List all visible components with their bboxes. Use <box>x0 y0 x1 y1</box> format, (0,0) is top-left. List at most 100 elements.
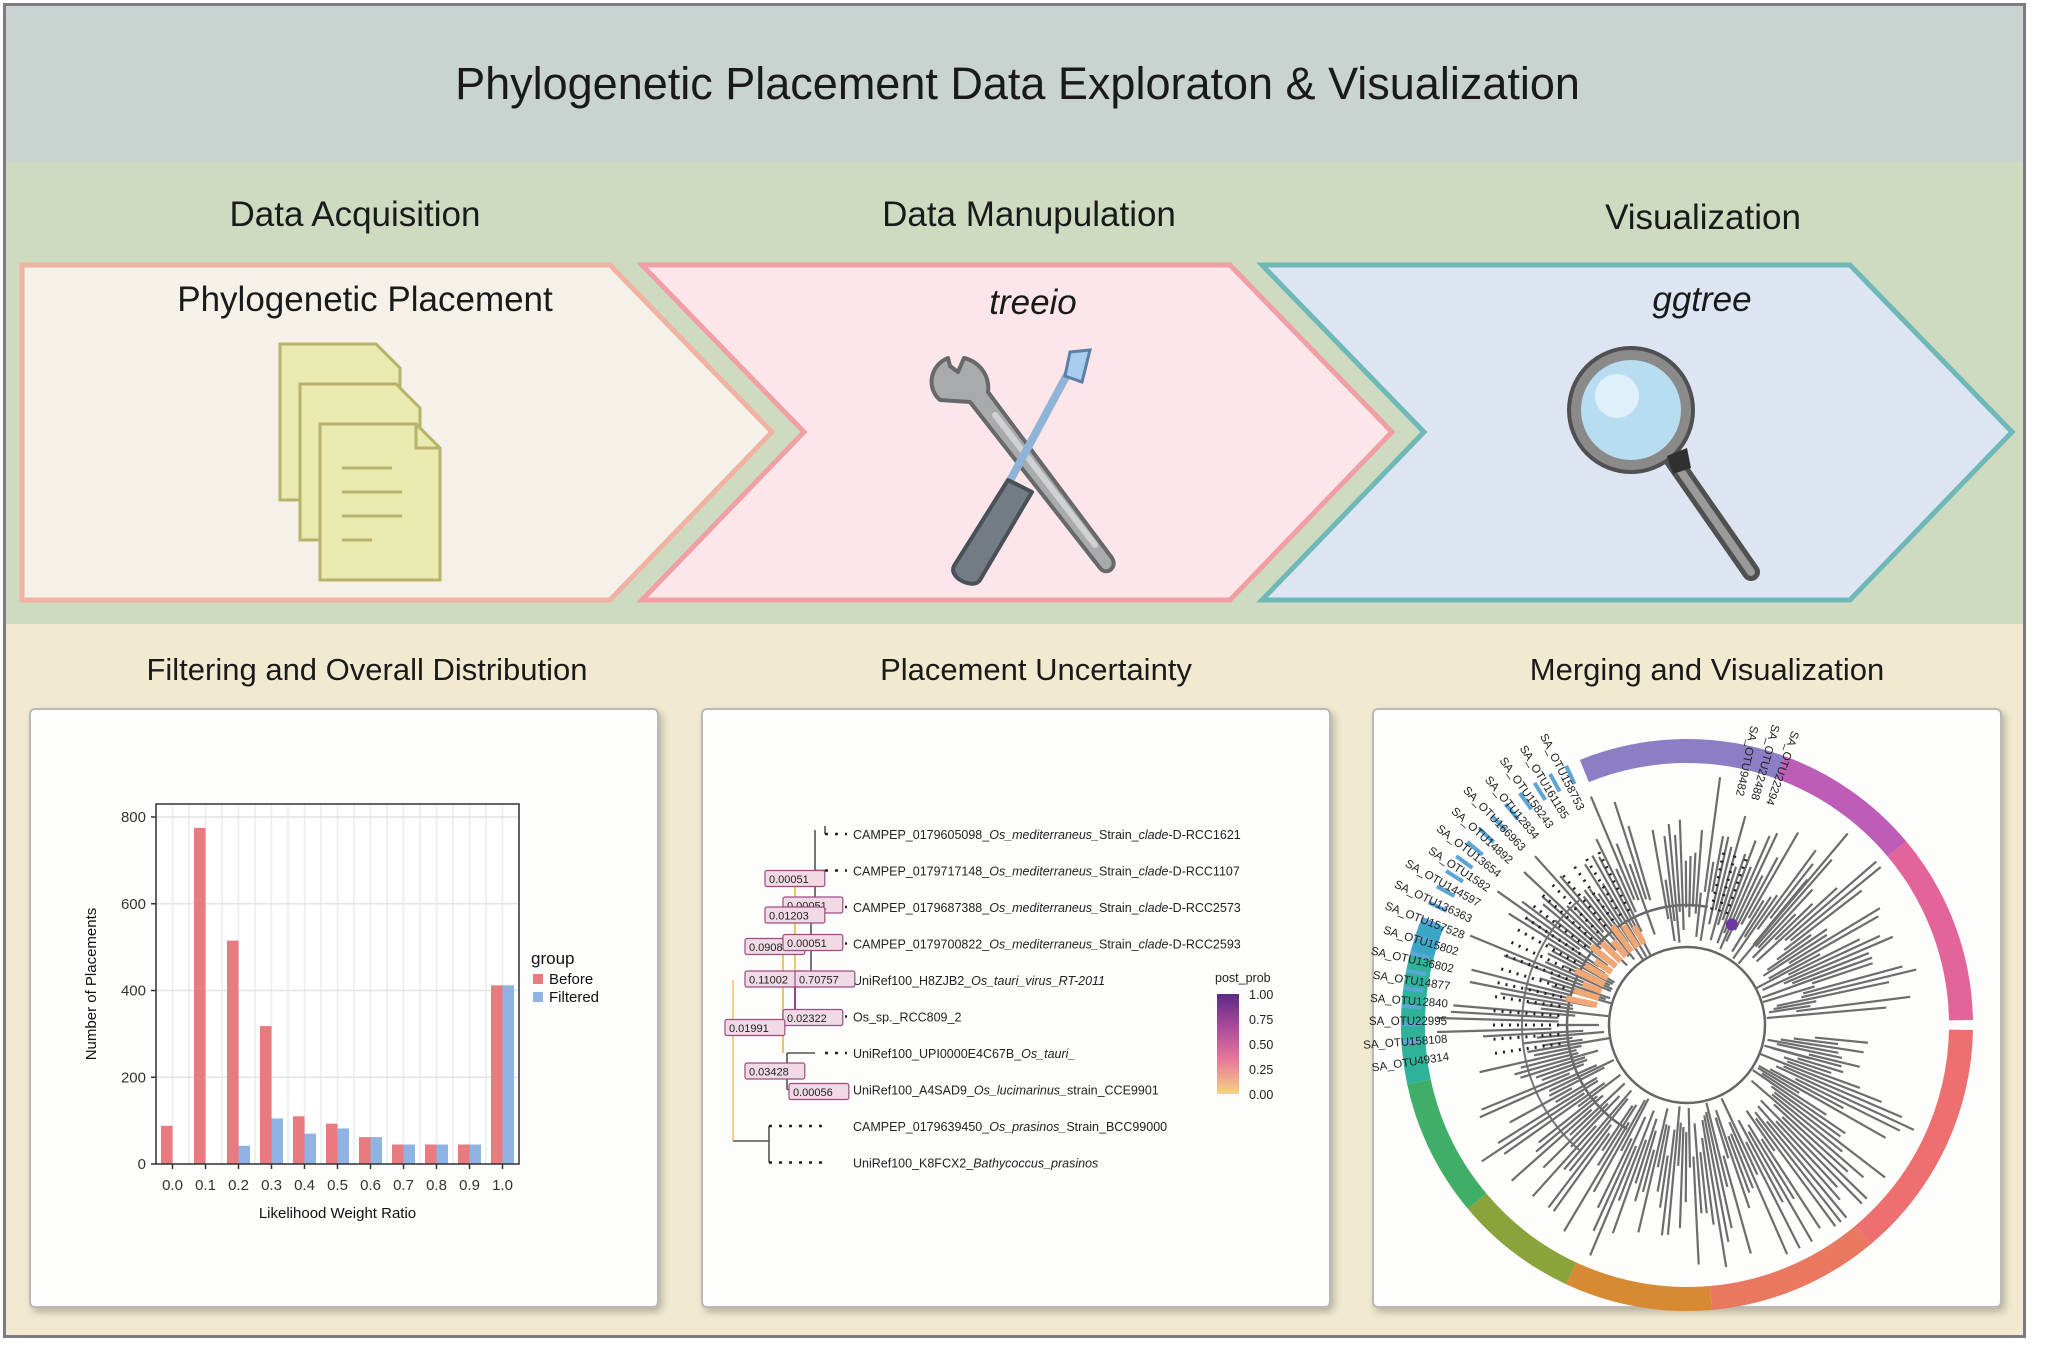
tree-branch <box>1514 1049 1599 1076</box>
tree-branch <box>1754 858 1833 948</box>
tree-branch <box>1656 1125 1671 1192</box>
node-label: 0.03428 <box>749 1067 789 1079</box>
tree-branch <box>1793 1037 1839 1046</box>
tree-branch <box>1555 1076 1598 1103</box>
title-band <box>6 6 2023 162</box>
otu-tick <box>1503 802 1520 821</box>
tree-branch <box>1814 1036 1868 1044</box>
stage-label-treeio: treeio <box>989 283 1077 322</box>
x-tick-label: 0.4 <box>294 1177 315 1194</box>
tip-label: UniRef100_UPI0000E4C67B_Os_tauri_ <box>853 1047 1075 1061</box>
placement-tree: CAMPEP_0179605098_Os_mediterraneus_Strai… <box>724 826 1273 1171</box>
tree-branch <box>1503 954 1587 988</box>
tree-branch <box>1789 866 1882 942</box>
stage-heading-visualization: Visualization <box>1605 198 1801 237</box>
documents-icon <box>278 342 442 582</box>
tree-branch <box>1688 855 1692 918</box>
tree-branch <box>1784 860 1877 942</box>
tree-branch <box>1719 835 1771 950</box>
stage-label-ggtree: ggtree <box>1652 280 1752 319</box>
tree-branch <box>1641 1149 1656 1193</box>
otu-tick <box>1564 764 1577 785</box>
tree-branch <box>1437 1016 1559 1023</box>
node-label: 0.02322 <box>787 1013 827 1025</box>
clade-arc <box>1566 1262 1712 1311</box>
otu-tick <box>1420 916 1441 929</box>
tree-branch <box>1771 1093 1843 1153</box>
tree-branch <box>1762 985 1815 1004</box>
tree-branch <box>1775 1120 1838 1188</box>
x-tick-label: 0.1 <box>195 1177 216 1194</box>
tree-branch <box>1666 1106 1681 1235</box>
bar-before <box>161 1125 173 1164</box>
tree-panel: CAMPEP_0179605098_Os_mediterraneus_Strai… <box>701 708 1331 1308</box>
tree-branch <box>1797 1057 1844 1074</box>
otu-tick <box>1405 968 1427 977</box>
tree-branch <box>1755 953 1821 990</box>
node-label: 0.01991 <box>729 1023 769 1035</box>
clade-arc <box>1579 739 1785 783</box>
post-prob-tick: 1.00 <box>1249 988 1273 1002</box>
tree-branch <box>1496 890 1581 951</box>
tree-branch <box>1615 868 1637 913</box>
tree-branch <box>1550 976 1611 1000</box>
node-label-box <box>788 1082 850 1101</box>
tree-branch <box>1714 1109 1751 1209</box>
tree-branch <box>1773 1103 1849 1173</box>
tree-branch <box>1510 1108 1593 1182</box>
tree-branch <box>1658 1155 1669 1208</box>
tree-branch <box>1728 1121 1789 1255</box>
y-tick-label: 400 <box>121 983 146 1000</box>
tree-branch <box>1481 1072 1571 1111</box>
magnifier-icon <box>1567 346 1760 581</box>
tree-branch <box>1617 1110 1655 1201</box>
tree-branch <box>1769 1068 1844 1110</box>
tree-branch <box>1727 1135 1751 1194</box>
otu-tick <box>1435 884 1456 898</box>
otu-tick <box>1409 950 1431 960</box>
placement-bar <box>1593 958 1614 975</box>
tree-branch <box>1542 1102 1609 1169</box>
tree-branch <box>1570 1095 1621 1148</box>
placement-bar <box>1581 981 1603 995</box>
clade-arc <box>1709 1225 1871 1310</box>
tree-branch <box>1527 1036 1611 1054</box>
bar-filtered <box>502 985 514 1164</box>
placement-bar <box>1610 939 1629 959</box>
tree-branch <box>1521 900 1609 967</box>
tree-branch <box>1611 1139 1648 1234</box>
legend-swatch <box>533 974 543 984</box>
outer-frame <box>3 3 2026 1338</box>
otu-tick <box>1427 900 1448 913</box>
tree-branch <box>1569 1082 1626 1136</box>
bar-before <box>260 1026 272 1164</box>
tree-branch <box>1535 1058 1588 1079</box>
tree-branch <box>1596 1104 1638 1167</box>
tree-branch <box>1583 889 1614 928</box>
tree-branch <box>1781 1116 1868 1200</box>
node-label-box <box>794 970 856 988</box>
tree-branch <box>1751 913 1797 959</box>
tip-label: CAMPEP_0179700822_Os_mediterraneus_Strai… <box>853 938 1241 952</box>
tree-branch <box>1563 1089 1633 1171</box>
tree-branch <box>1542 1038 1583 1047</box>
x-tick-label: 0.5 <box>327 1177 348 1194</box>
bar-filtered <box>271 1118 283 1164</box>
bar-before <box>293 1116 305 1164</box>
tree-branch <box>1660 1129 1676 1236</box>
tree-branch <box>1752 1069 1846 1135</box>
tree-branch <box>1743 896 1772 938</box>
tree-branch <box>1747 1131 1813 1243</box>
tree-branch <box>1634 1130 1657 1202</box>
tree-branch <box>1541 1063 1585 1082</box>
otu-tick <box>1401 1004 1422 1010</box>
tree-branch <box>1733 875 1764 931</box>
clade-arc <box>1776 756 1907 857</box>
legend-title: group <box>531 949 574 968</box>
otu-tick <box>1532 781 1547 801</box>
tree-branch <box>1634 1118 1658 1184</box>
tree-branch <box>1471 968 1573 997</box>
tree-branch <box>1628 863 1656 935</box>
tree-branch <box>1761 1072 1827 1116</box>
bar-before <box>458 1144 470 1164</box>
